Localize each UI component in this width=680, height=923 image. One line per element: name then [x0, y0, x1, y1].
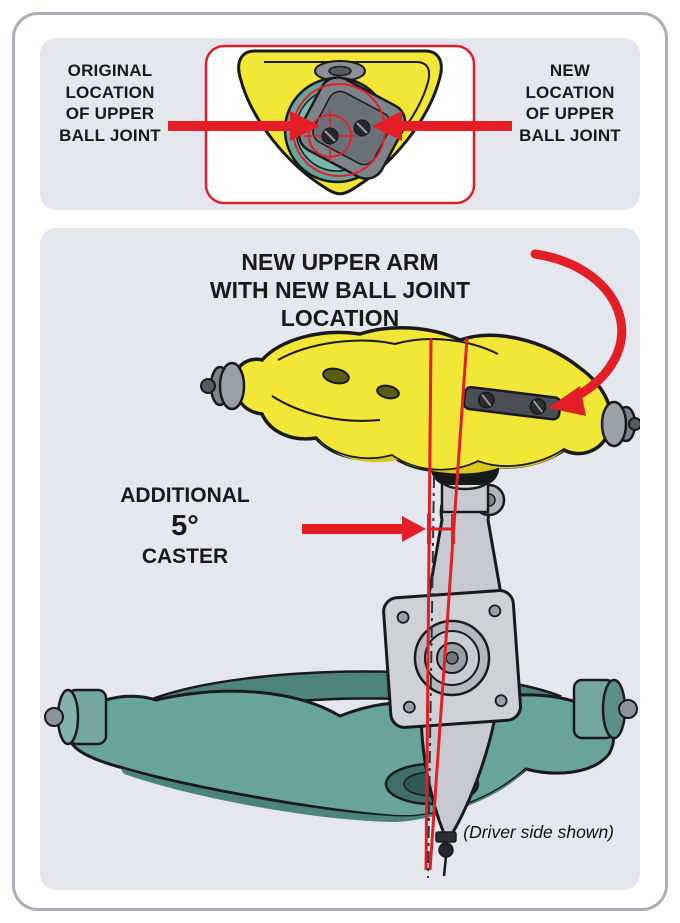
title-line: LOCATION [280, 305, 400, 331]
new-upper-arm [200, 326, 640, 474]
location-arrows [168, 111, 512, 141]
label-line: BALL JOINT [59, 125, 161, 145]
new-location-label: NEW LOCATION OF UPPER BALL JOINT [504, 60, 636, 146]
label-line: NEW [549, 61, 591, 80]
new-ball-joint-mount [462, 385, 562, 421]
label-line: LOCATION [525, 82, 615, 102]
caster-callout: ADDITIONAL 5° CASTER [95, 482, 275, 570]
ball-joint-plate [283, 76, 407, 184]
driver-side-note: (Driver side shown) [463, 822, 614, 842]
label-line: LOCATION [65, 82, 155, 102]
caster-label-top: ADDITIONAL [120, 484, 250, 507]
label-line: OF UPPER [65, 104, 155, 123]
label-line: OF UPPER [525, 104, 615, 123]
title-line: WITH NEW BALL JOINT [209, 277, 471, 303]
suspension-illustration [44, 249, 640, 879]
caster-arrow [302, 516, 426, 542]
caster-angle-lines [424, 337, 469, 879]
label-line: BALL JOINT [519, 125, 621, 145]
diagram-title: NEW UPPER ARM WITH NEW BALL JOINT LOCATI… [40, 248, 640, 332]
ball-joint-pointer-arrow [530, 249, 627, 416]
top-view-illustration [168, 44, 512, 205]
caster-value: 5° [171, 510, 199, 542]
title-line: NEW UPPER ARM [241, 249, 439, 275]
lower-control-arm [44, 670, 638, 822]
original-location-label: ORIGINAL LOCATION OF UPPER BALL JOINT [44, 60, 176, 146]
label-line: ORIGINAL [67, 61, 153, 80]
ball-joint-location-panel: ORIGINAL LOCATION OF UPPER BALL JOINT NE… [40, 38, 640, 210]
caster-label-bottom: CASTER [141, 545, 229, 568]
new-upper-arm-panel: NEW UPPER ARM WITH NEW BALL JOINT LOCATI… [40, 228, 640, 890]
